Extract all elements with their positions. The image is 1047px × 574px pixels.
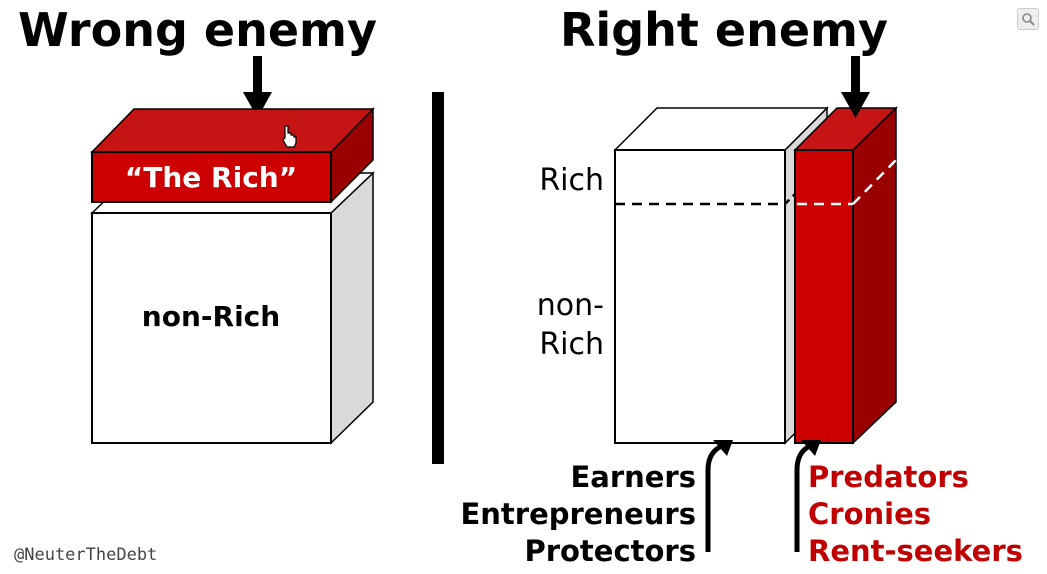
red-group-list: Predators Cronies Rent-seekers [808, 460, 1023, 568]
arrow-down-right [841, 56, 870, 118]
list-item-entrepreneurs: Entrepreneurs [460, 497, 696, 531]
red-tall-block [793, 106, 898, 445]
arrow-up-red-group [794, 440, 821, 552]
list-item-earners: Earners [570, 460, 696, 494]
list-item-rent-seekers: Rent-seekers [808, 534, 1023, 568]
hand-cursor-icon [282, 125, 297, 148]
list-item-predators: Predators [808, 460, 969, 494]
magnifier-icon [1022, 13, 1035, 26]
credit-handle: @NeuterTheDebt [14, 545, 158, 565]
divider [432, 92, 444, 464]
list-item-cronies: Cronies [808, 497, 931, 531]
white-group-list: Earners Entrepreneurs Protectors [460, 460, 696, 568]
rich-label: Rich [539, 163, 604, 198]
the-rich-block: “The Rich” [90, 107, 375, 204]
the-rich-label: “The Rich” [125, 161, 297, 194]
non-rich-label-line2: Rich [539, 327, 604, 362]
arrow-up-white-group [705, 440, 733, 552]
zoom-button[interactable] [1017, 8, 1039, 30]
list-item-protectors: Protectors [524, 534, 696, 568]
arrow-down-left [243, 56, 272, 118]
heading-right-enemy: Right enemy [560, 3, 888, 57]
non-rich-block: non-Rich [90, 171, 375, 445]
non-rich-label: non-Rich [142, 300, 280, 333]
heading-wrong-enemy: Wrong enemy [18, 3, 377, 57]
non-rich-label-line1: non- [537, 288, 604, 323]
